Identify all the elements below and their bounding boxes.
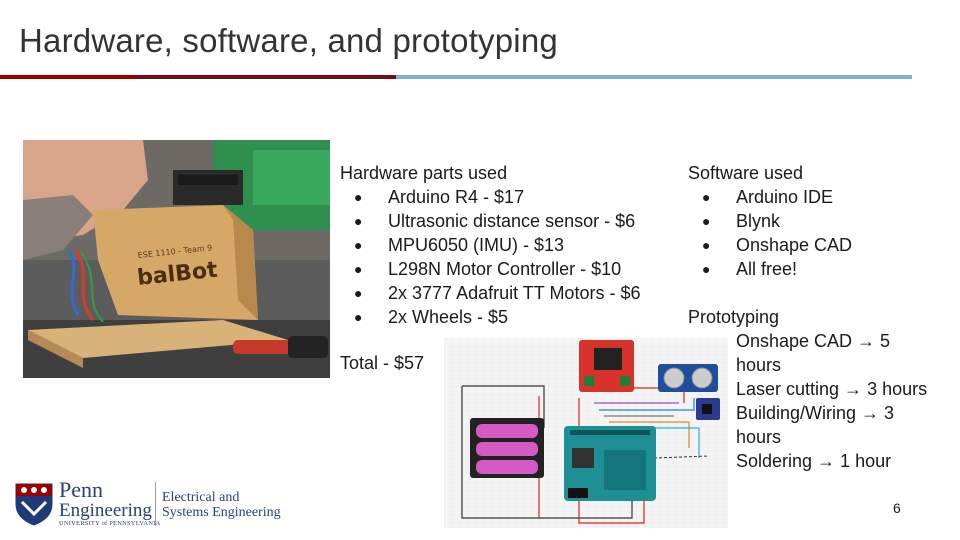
hardware-list: Arduino R4 - $17 Ultrasonic distance sen… — [340, 185, 685, 329]
list-item: Blynk — [688, 209, 928, 233]
prototyping-heading: Prototyping — [688, 307, 780, 327]
robot-photo: ESE 1110 - Team 9 balBot — [23, 140, 330, 378]
prototyping-section: Prototyping Onshape CAD → 5 hours Laser … — [688, 305, 948, 473]
prototyping-line: hours — [736, 355, 782, 375]
hardware-section: Hardware parts used Arduino R4 - $17 Ult… — [340, 161, 685, 329]
list-item: Arduino R4 - $17 — [340, 185, 685, 209]
logo-penn-text: Penn — [59, 477, 103, 502]
prototyping-line: Laser cutting → 3 hours — [736, 379, 928, 399]
logo-engineering-text: Engineering — [59, 500, 152, 521]
logo-department-line-1: Electrical and — [162, 490, 240, 505]
list-item: 2x Wheels - $5 — [340, 305, 685, 329]
slide-title: Hardware, software, and prototyping — [19, 22, 558, 59]
software-list: Arduino IDE Blynk Onshape CAD All free! — [688, 185, 928, 281]
prototyping-line: Building/Wiring → 3 — [736, 403, 895, 423]
title-rule-blue — [396, 75, 912, 79]
list-item: MPU6050 (IMU) - $13 — [340, 233, 685, 257]
penn-shield-icon — [15, 483, 53, 526]
title-rule-red — [0, 75, 137, 79]
list-item: All free! — [688, 257, 928, 281]
title-rule-maroon — [137, 75, 396, 79]
prototyping-line: hours — [736, 427, 782, 447]
list-item: Arduino IDE — [688, 185, 928, 209]
penn-engineering-logo — [14, 482, 304, 528]
list-item: Ultrasonic distance sensor - $6 — [340, 209, 685, 233]
circuit-diagram — [444, 338, 728, 528]
logo-divider — [155, 482, 156, 526]
prototyping-line: Onshape CAD → 5 — [736, 331, 891, 351]
page-number: 6 — [893, 500, 901, 516]
list-item: L298N Motor Controller - $10 — [340, 257, 685, 281]
software-heading: Software used — [688, 163, 804, 183]
hardware-total: Total - $57 — [340, 353, 425, 373]
hardware-heading: Hardware parts used — [340, 163, 508, 183]
list-item: Onshape CAD — [688, 233, 928, 257]
logo-university-text: UNIVERSITY of PENNSYLVANIA — [59, 520, 161, 527]
software-section: Software used Arduino IDE Blynk Onshape … — [688, 161, 928, 281]
prototyping-line: Soldering → 1 hour — [736, 451, 892, 471]
logo-department-line-2: Systems Engineering — [162, 505, 281, 520]
list-item: 2x 3777 Adafruit TT Motors - $6 — [340, 281, 685, 305]
